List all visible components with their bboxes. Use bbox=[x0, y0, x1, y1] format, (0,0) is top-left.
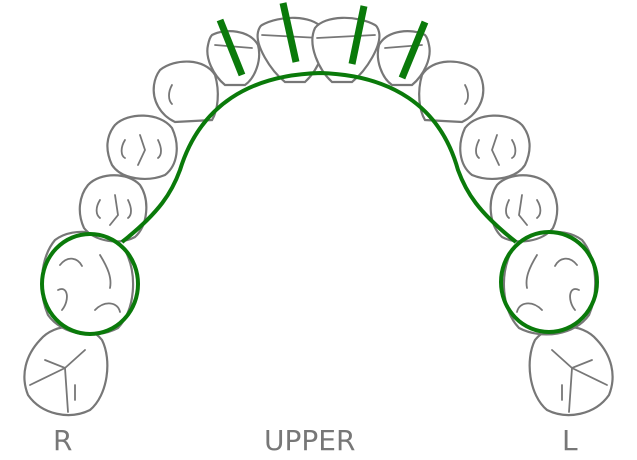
bracket-right-lateral bbox=[216, 18, 246, 77]
label-right: R bbox=[53, 424, 73, 457]
tooth-right-canine bbox=[152, 60, 219, 124]
appliance bbox=[40, 2, 599, 336]
bracket-left-central bbox=[348, 5, 368, 65]
band-right-molar bbox=[40, 232, 140, 336]
tooth-left-first-premolar bbox=[459, 114, 531, 180]
band-left-molar bbox=[499, 230, 599, 334]
bracket-right-central bbox=[279, 2, 300, 63]
arch-wire bbox=[120, 70, 518, 244]
teeth-right bbox=[23, 16, 326, 417]
teeth-left bbox=[311, 16, 614, 417]
tooth-left-central-incisor bbox=[311, 16, 381, 84]
tooth-left-second-premolar bbox=[489, 174, 559, 243]
bracket-left-lateral bbox=[398, 20, 429, 80]
tooth-left-canine bbox=[418, 60, 485, 124]
tooth-right-first-premolar bbox=[106, 114, 178, 180]
label-left: L bbox=[562, 424, 578, 457]
label-upper: UPPER bbox=[264, 424, 356, 457]
tooth-right-second-premolar bbox=[78, 174, 148, 243]
